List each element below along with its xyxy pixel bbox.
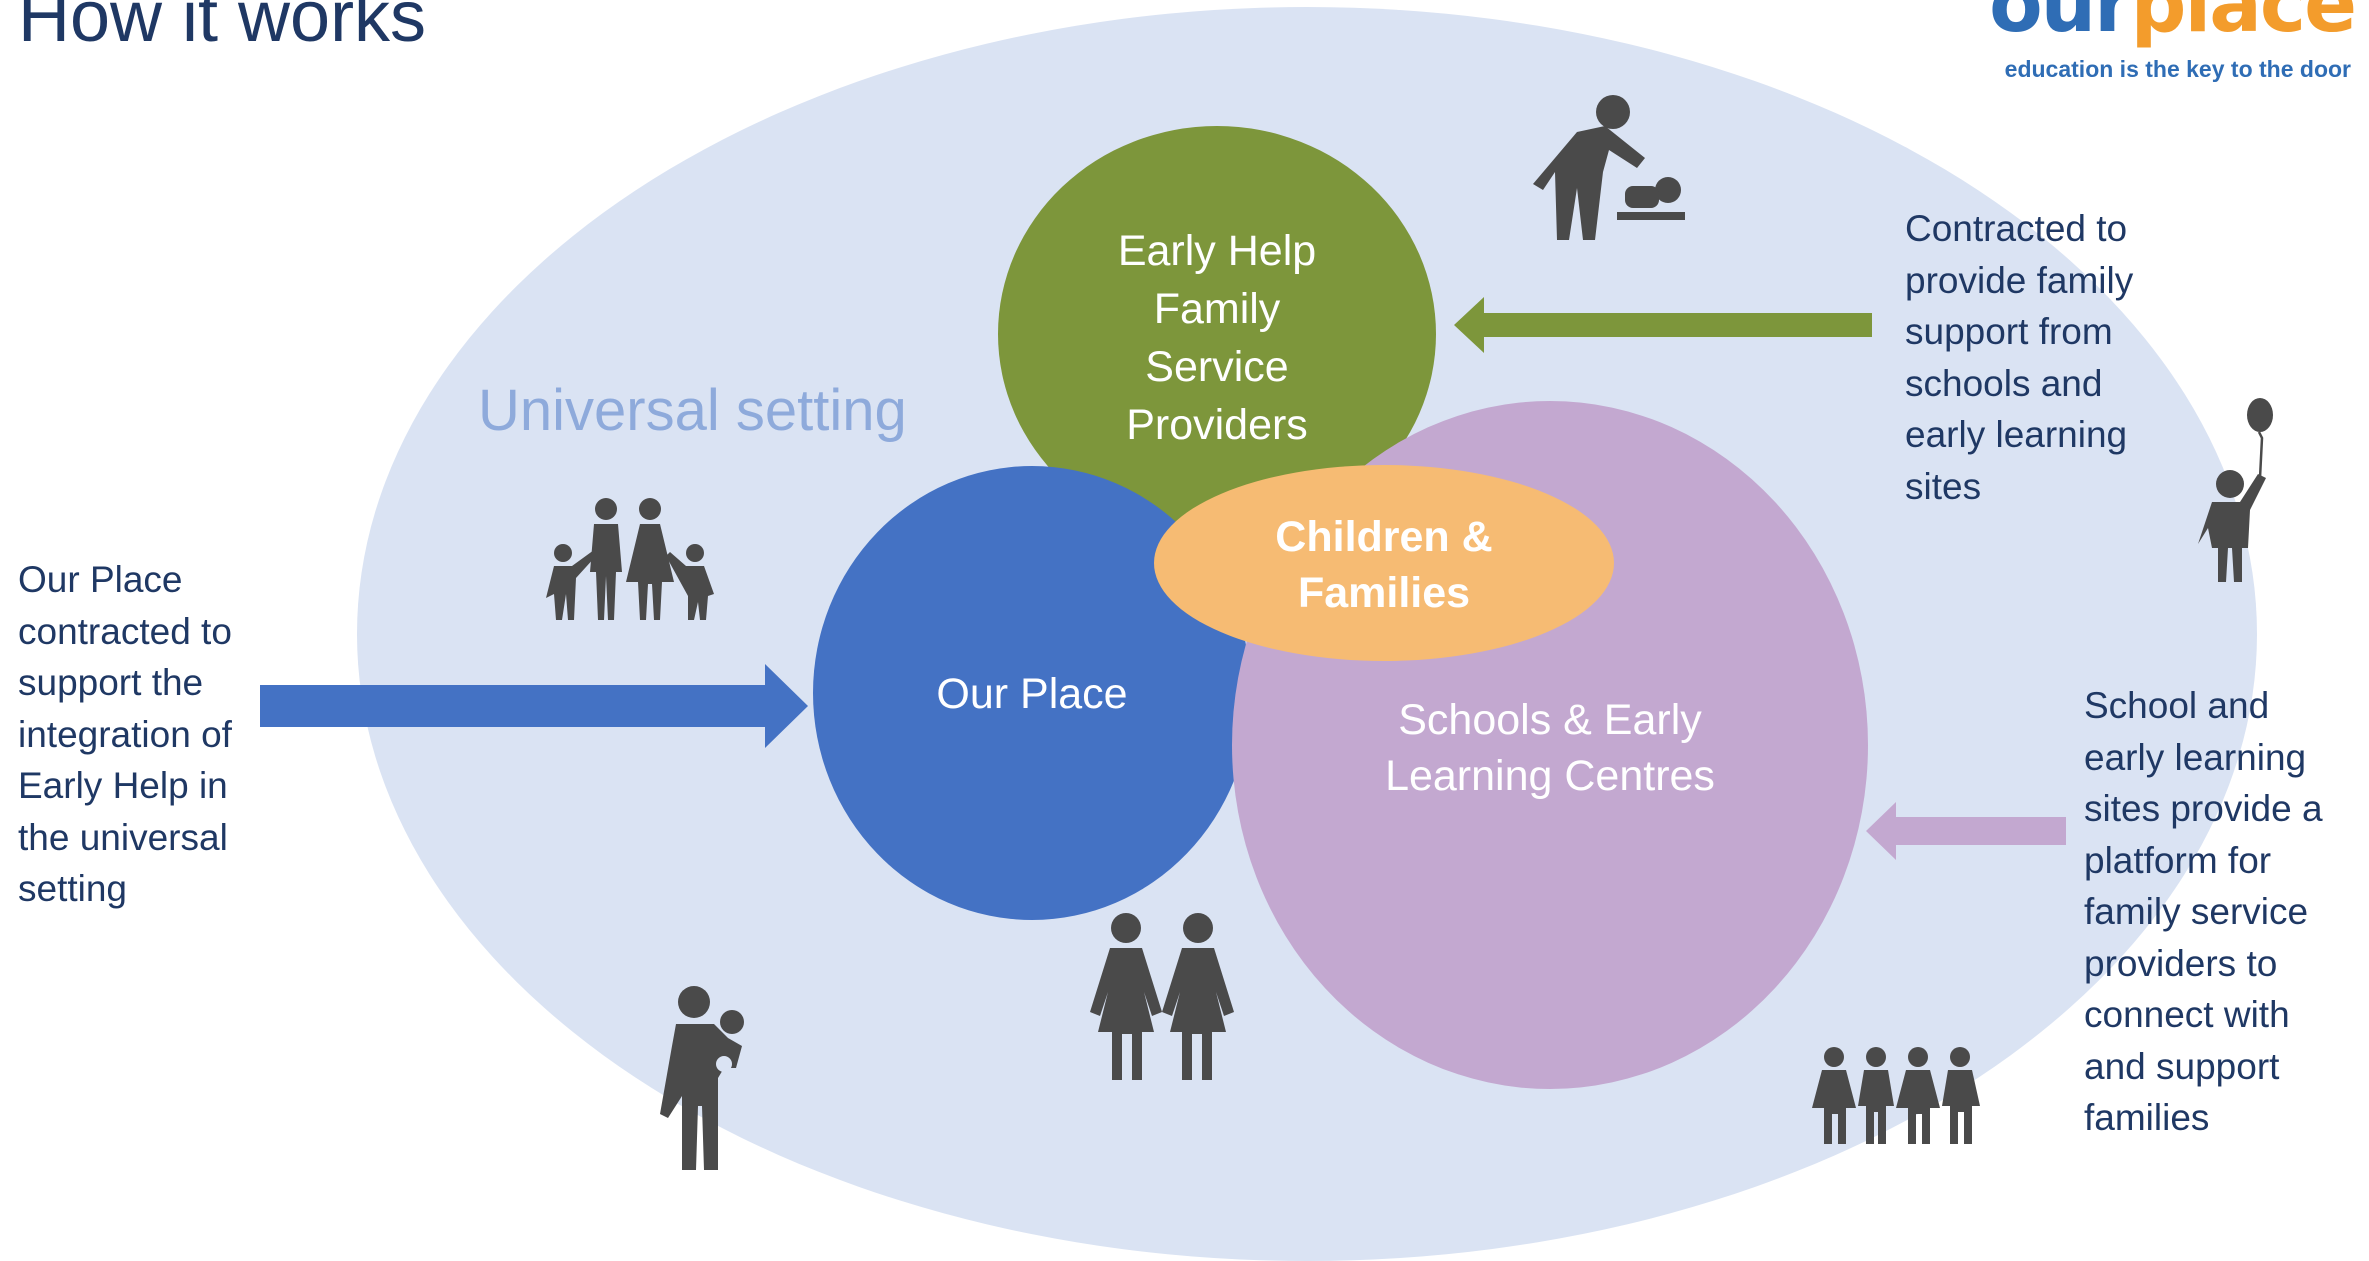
children-families-label: Children & Families xyxy=(1275,513,1493,617)
child-with-balloon-icon xyxy=(2198,398,2273,582)
logo-our: our xyxy=(1989,0,2133,50)
our-place-circle xyxy=(813,466,1251,920)
parent-carrying-child-icon xyxy=(660,986,744,1170)
bottom-right-arrow xyxy=(1866,802,2066,860)
group-of-children-icon xyxy=(1812,1047,1980,1144)
early-help-circle xyxy=(998,126,1436,542)
left-arrow xyxy=(260,664,808,748)
our-place-label: Our Place xyxy=(936,670,1128,718)
early-help-label: Early Help Family Service Providers xyxy=(1117,227,1317,449)
children-families-ellipse xyxy=(1154,465,1614,661)
schools-label: Schools & Early Learning Centres xyxy=(1385,696,1715,800)
universal-setting-label: Universal setting xyxy=(478,378,907,443)
page-title: How it works xyxy=(18,0,427,57)
parent-changing-baby-icon xyxy=(1533,95,1685,240)
top-right-arrow xyxy=(1454,297,1872,353)
left-annotation: Our Place contracted to support the inte… xyxy=(18,559,232,909)
top-right-annotation: Contracted to provide family support fro… xyxy=(1905,208,2134,507)
bottom-right-annotation: School and early learning sites provide … xyxy=(2084,685,2323,1138)
ourplace-logo: ourplace xyxy=(1989,0,2357,50)
family-of-four-icon xyxy=(546,498,714,620)
two-women-icon xyxy=(1090,913,1234,1080)
logo-place: place xyxy=(2130,0,2357,50)
logo-tagline: education is the key to the door xyxy=(2004,56,2351,82)
